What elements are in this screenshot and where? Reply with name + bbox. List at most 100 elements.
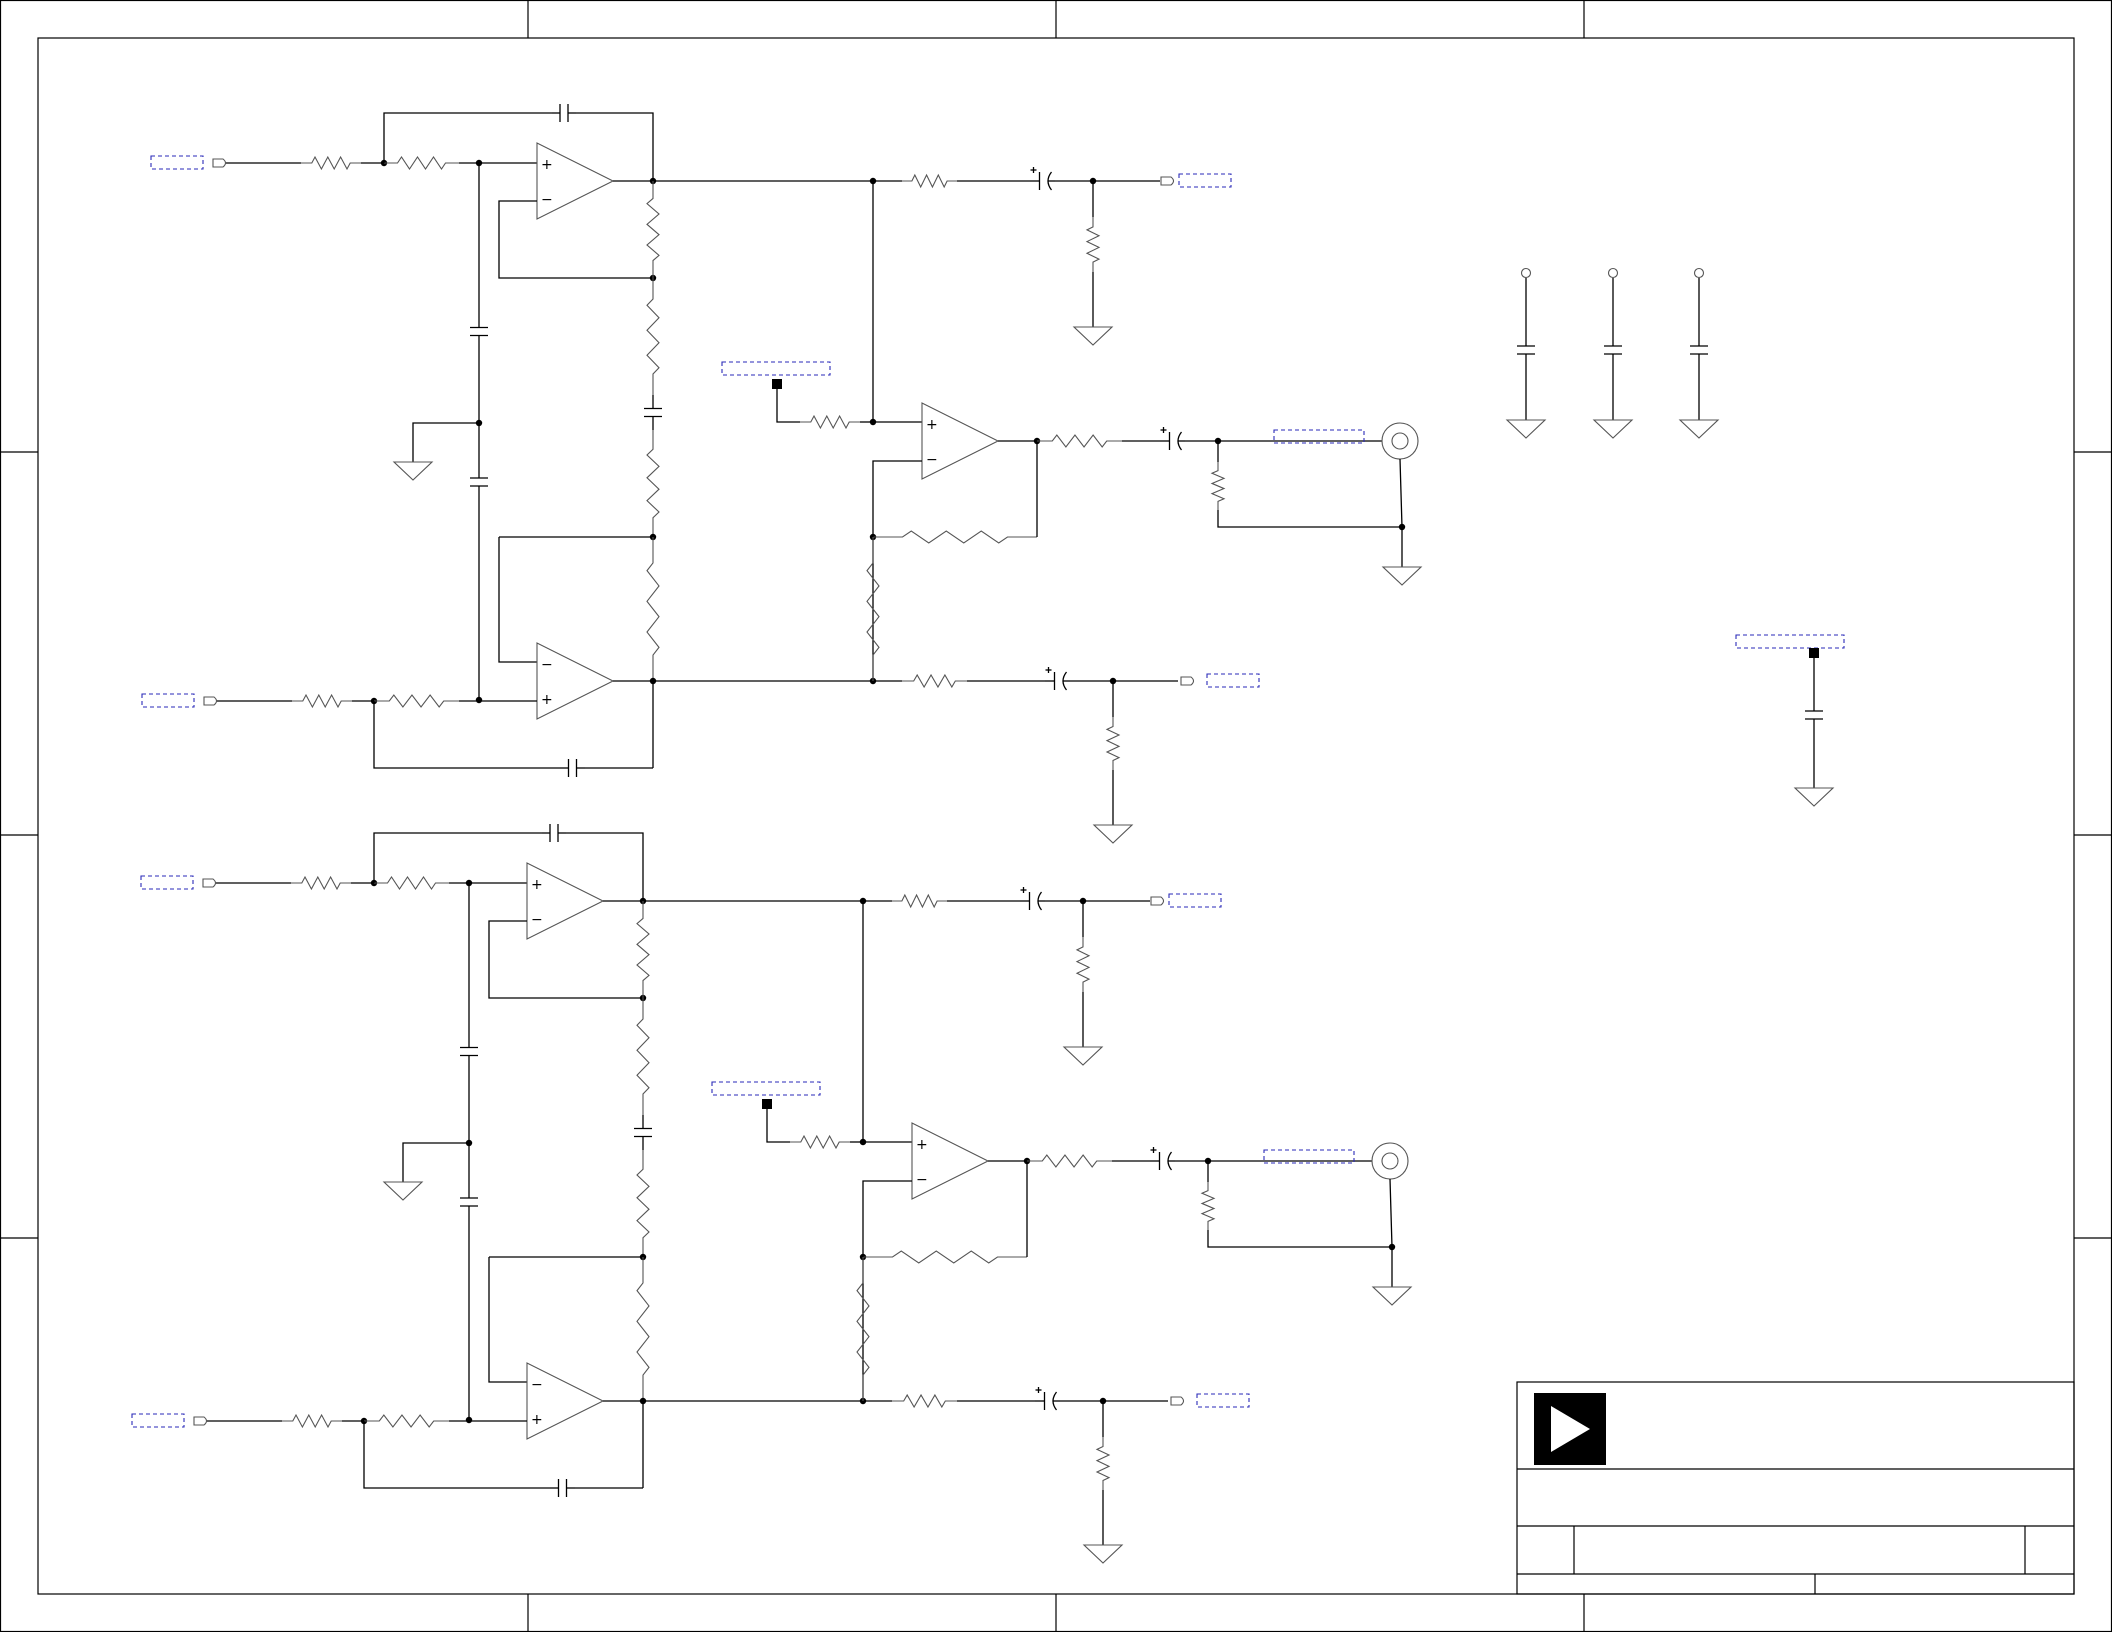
net-label xyxy=(131,1413,185,1428)
polarized-capacitor-icon xyxy=(1020,887,1045,911)
resistor-icon xyxy=(292,693,352,709)
svg-text:−: − xyxy=(916,1172,928,1188)
resistor-icon xyxy=(646,278,660,395)
resistor-icon xyxy=(291,875,351,891)
test-point-icon xyxy=(1607,267,1619,279)
bypass-capacitor-group xyxy=(1735,634,1845,807)
resistor-icon xyxy=(364,1414,449,1428)
polarized-capacitor-icon xyxy=(1030,167,1055,191)
svg-text:+: + xyxy=(531,877,543,893)
polarized-capacitor-icon xyxy=(1035,1387,1060,1411)
decoupling-capacitor xyxy=(1678,267,1720,439)
resistor-icon xyxy=(863,1250,1027,1264)
net-label xyxy=(140,875,194,890)
svg-text:−: − xyxy=(541,657,553,673)
port-connector-icon xyxy=(193,1416,208,1426)
capacitor-icon xyxy=(550,1479,575,1497)
net-label xyxy=(1273,429,1365,444)
title-block xyxy=(1516,1381,2075,1595)
svg-text:−: − xyxy=(531,912,543,928)
resistor-icon xyxy=(1075,937,1091,992)
net-label xyxy=(1735,634,1845,649)
net-label xyxy=(1168,893,1222,908)
capacitor-icon xyxy=(1604,340,1622,360)
resistor-icon xyxy=(636,1257,650,1401)
resistor-icon xyxy=(636,901,650,998)
svg-text:+: + xyxy=(916,1137,928,1153)
resistor-icon xyxy=(282,1413,342,1429)
ground-icon xyxy=(1678,419,1720,439)
opamp-icon: −+ xyxy=(526,1362,605,1440)
capacitor-icon xyxy=(1805,700,1823,730)
resistor-icon xyxy=(1210,462,1226,510)
resistor-icon xyxy=(1085,217,1101,272)
wire xyxy=(766,1109,790,1143)
capacitor-icon xyxy=(470,466,488,498)
ground-icon xyxy=(1371,1286,1413,1306)
test-point-icon xyxy=(1809,648,1819,658)
polarized-capacitor-icon xyxy=(1045,667,1070,691)
net-label xyxy=(1196,1393,1250,1408)
net-label xyxy=(150,155,204,170)
net-label xyxy=(1206,673,1260,688)
resistor-icon xyxy=(636,998,650,1115)
amplifier-block-top: +−−++− xyxy=(141,104,1423,844)
capacitor-icon xyxy=(560,759,585,777)
svg-text:+: + xyxy=(541,157,553,173)
amplifier-block-bottom: +−−++− xyxy=(131,824,1413,1564)
wire xyxy=(363,1421,550,1489)
decoupling-capacitors xyxy=(1505,267,1720,439)
test-point-icon xyxy=(1520,267,1532,279)
resistor-icon xyxy=(636,1150,650,1257)
wire xyxy=(488,920,643,999)
ground-icon xyxy=(382,1181,424,1201)
wire xyxy=(412,422,479,462)
resistor-icon xyxy=(646,181,660,278)
wire xyxy=(498,537,537,663)
wire xyxy=(488,1257,527,1383)
resistor-icon xyxy=(301,155,361,171)
ground-icon xyxy=(1381,566,1423,586)
wire xyxy=(1389,1178,1393,1287)
port-connector-icon xyxy=(1180,676,1195,686)
wire xyxy=(862,1180,912,1257)
wire xyxy=(776,389,800,423)
capacitor-icon xyxy=(634,1115,652,1150)
opamp-icon: +− xyxy=(921,402,1000,480)
net-label xyxy=(1263,1149,1355,1164)
resistor-icon xyxy=(1095,1437,1111,1490)
decoupling-capacitor xyxy=(1505,267,1547,439)
resistor-icon xyxy=(646,537,660,681)
ground-icon xyxy=(1793,787,1835,807)
ground-icon xyxy=(1062,1046,1104,1066)
net-label xyxy=(711,1081,821,1096)
capacitor-icon xyxy=(644,395,662,430)
wire xyxy=(373,832,542,883)
polarized-capacitor-icon xyxy=(1150,1147,1175,1171)
ground-icon xyxy=(1092,824,1134,844)
decoupling-capacitor xyxy=(1592,267,1634,439)
capacitor-icon xyxy=(552,104,576,122)
port-connector-icon xyxy=(212,158,227,168)
ground-icon xyxy=(1082,1544,1124,1564)
resistor-icon xyxy=(892,1393,957,1409)
resistor-icon xyxy=(790,1134,850,1150)
resistor-icon xyxy=(1027,1154,1112,1168)
resistor-icon xyxy=(856,1257,870,1401)
port-connector-icon xyxy=(1170,1396,1185,1406)
resistor-icon xyxy=(873,530,1037,544)
opamp-icon: +− xyxy=(911,1122,990,1200)
resistor-icon xyxy=(374,876,449,890)
opamp-icon: +− xyxy=(536,142,615,220)
port-connector-icon xyxy=(1160,176,1175,186)
net-label xyxy=(721,361,831,376)
test-point-icon xyxy=(772,379,782,389)
wire xyxy=(566,832,644,901)
port-connector-icon xyxy=(1150,896,1165,906)
resistor-icon xyxy=(902,173,957,189)
wire xyxy=(872,460,922,537)
resistor-icon xyxy=(374,694,459,708)
